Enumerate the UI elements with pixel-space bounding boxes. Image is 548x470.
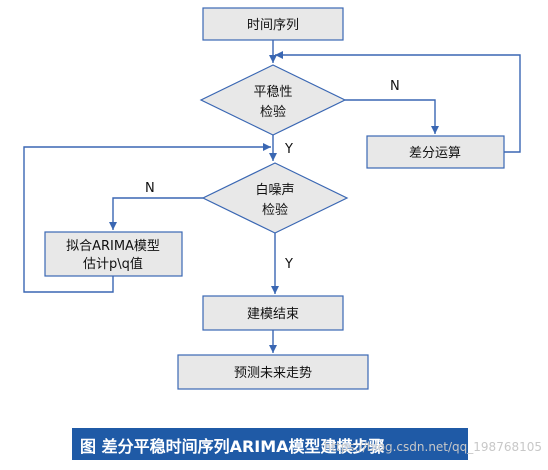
decision-stationarity-label-1: 平稳性 [253,84,292,100]
edge-fit-loop [23,143,271,293]
node-modeling-end: 建模结束 [202,295,344,331]
decision-white-noise-label-1: 白噪声 [255,182,294,198]
node-fit-arima-label-1: 拟合ARIMA模型 [66,239,160,254]
node-fit-arima: 拟合ARIMA模型 估计p\q值 [44,231,183,277]
edge-label-stationary-no: N [390,79,400,94]
edge-stationarity-to-difference [345,99,439,134]
node-difference: 差分运算 [366,135,505,169]
node-time-series: 时间序列 [202,7,344,41]
edge-white-noise-to-fit [109,197,203,230]
edge-label-stationary-yes: Y [284,142,293,157]
node-forecast-label: 预测未来走势 [234,365,312,381]
node-fit-arima-label-2: 估计p\q值 [83,256,143,272]
decision-white-noise: 白噪声 检验 [201,162,349,234]
caption-banner: 图 差分平稳时间序列ARIMA模型建模步骤 [72,428,468,460]
edge-label-white-noise-no: N [145,181,155,196]
decision-stationarity: 平稳性 检验 [199,64,347,136]
node-difference-label: 差分运算 [409,146,461,161]
node-modeling-end-label: 建模结束 [247,307,299,322]
caption-text: 图 差分平稳时间序列ARIMA模型建模步骤 [80,437,385,456]
edge-difference-loop [275,51,521,153]
edge-label-white-noise-yes: Y [284,257,293,272]
node-forecast: 预测未来走势 [177,354,369,390]
decision-white-noise-label-2: 检验 [262,202,288,218]
node-time-series-label: 时间序列 [247,18,299,33]
decision-stationarity-label-2: 检验 [260,104,286,120]
watermark: https://blog.csdn.net/qq_198768105 [323,440,542,454]
